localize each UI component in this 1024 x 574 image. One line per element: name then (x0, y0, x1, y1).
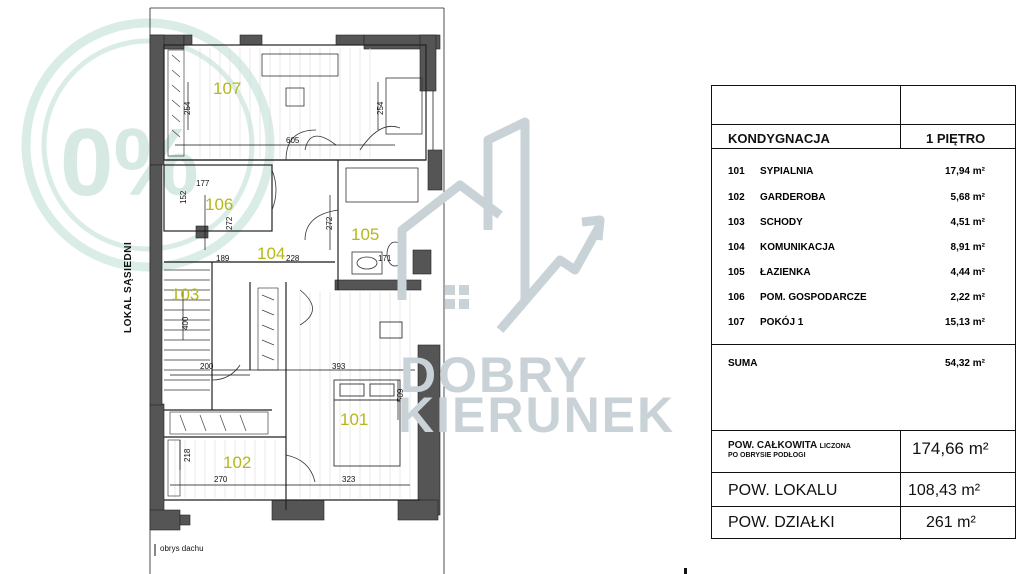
doors (271, 125, 401, 483)
total-area-note-2: PO OBRYSIE PODŁOGI (728, 452, 806, 459)
area-table: KONDYGNACJA 1 PIĘTRO 101 SYPIALNIA 17,94… (711, 85, 1016, 540)
dim-509: 509 (396, 388, 405, 402)
dim-254-right: 254 (376, 101, 385, 115)
interior-walls (163, 44, 427, 510)
room-number-104: 104 (257, 244, 285, 263)
dim-189: 189 (216, 254, 230, 263)
room-number-106: 106 (205, 195, 233, 214)
room-number-107: 107 (213, 79, 241, 98)
total-area-note-1: LICZONA (819, 443, 851, 450)
room-row-number: 103 (728, 217, 745, 228)
room-row-area: 5,68 m² (950, 192, 985, 203)
room-row-area: 8,91 m² (950, 242, 985, 253)
room-row-area: 15,13 m² (944, 317, 985, 328)
sum-label: SUMA (728, 358, 758, 369)
sum-value: 54,32 m² (944, 358, 985, 369)
dim-152: 152 (179, 190, 188, 204)
room-row-area: 2,22 m² (950, 292, 985, 303)
room-row-name: KOMUNIKACJA (760, 242, 835, 253)
room-row-name: POM. GOSPODARCZE (760, 292, 867, 303)
dim-228: 228 (286, 254, 300, 263)
header-storey-value: 1 PIĘTRO (926, 131, 986, 146)
room-row-name: POKÓJ 1 (760, 317, 804, 328)
room-row-number: 107 (728, 317, 745, 328)
stairs (164, 269, 241, 391)
room-number-103: 103 (171, 285, 199, 304)
room-row-number: 105 (728, 267, 745, 278)
total-area-value: 174,66 m² (912, 439, 989, 458)
room-number-101: 101 (340, 410, 368, 429)
bed-101 (333, 321, 403, 467)
neighbour-unit-label: LOKAL SĄSIEDNI (123, 242, 134, 333)
dim-272-right: 272 (325, 216, 334, 230)
floor-hatching (174, 48, 411, 498)
watermark-brand-line1: DOBRY (400, 347, 589, 403)
watermark-badge-text: 0% (60, 109, 199, 216)
room-row-area: 17,94 m² (944, 166, 985, 177)
dim-272-left: 272 (225, 216, 234, 230)
furniture-107 (261, 53, 423, 151)
dim-177: 177 (196, 179, 210, 188)
dim-605: 605 (286, 136, 300, 145)
dimension-lines (164, 82, 415, 486)
room-row-number: 104 (728, 242, 745, 253)
watermark-brand-line2: KIERUNEK (398, 387, 675, 443)
room-row-area: 4,51 m² (950, 217, 985, 228)
room-row-name: ŁAZIENKA (760, 267, 811, 278)
room-row-name: SYPIALNIA (760, 166, 814, 177)
watermark-house-logo (397, 117, 605, 333)
room-row-number: 106 (728, 292, 745, 303)
total-area-label: POW. CAŁKOWITA LICZONA (728, 440, 851, 451)
room-row-number: 102 (728, 192, 745, 203)
room-row-name: GARDEROBA (760, 192, 826, 203)
plot-area-value: 261 m² (926, 514, 976, 531)
dim-171: 171 (378, 254, 392, 263)
plot-area-label: POW. DZIAŁKI (728, 514, 835, 531)
dim-323: 323 (342, 475, 356, 484)
dim-393: 393 (332, 362, 346, 371)
room-row-number: 101 (728, 166, 745, 177)
total-area-label-main: POW. CAŁKOWITA (728, 440, 817, 451)
dim-400: 400 (181, 316, 190, 330)
room-number-105: 105 (351, 225, 379, 244)
unit-area-label: POW. LOKALU (728, 482, 838, 499)
watermark-badge: 0% (21, 18, 275, 272)
dim-200: 200 (200, 362, 214, 371)
dim-270: 270 (214, 475, 228, 484)
bathroom-fixtures (304, 167, 419, 275)
dim-254-left: 254 (183, 101, 192, 115)
room-number-102: 102 (223, 453, 251, 472)
room-row-area: 4,44 m² (950, 267, 985, 278)
roof-outline-label: obrys dachu (160, 544, 204, 553)
unit-area-value: 108,43 m² (908, 482, 981, 499)
header-storey-label: KONDYGNACJA (728, 131, 830, 146)
room-row-name: SCHODY (760, 217, 803, 228)
dim-218: 218 (183, 448, 192, 462)
